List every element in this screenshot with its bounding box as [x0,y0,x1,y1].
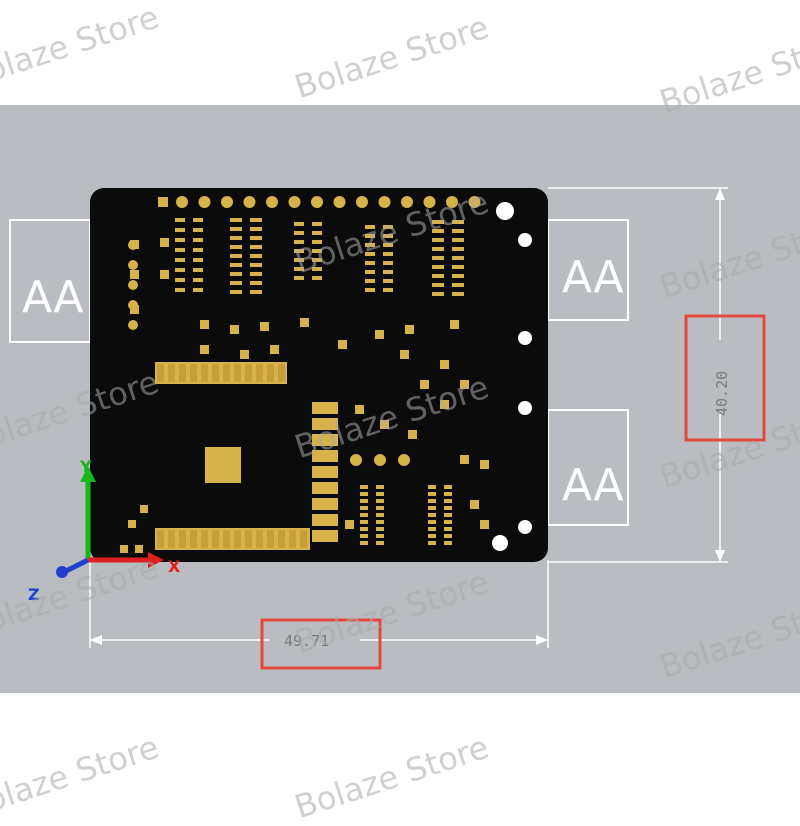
z-axis-origin [56,566,68,578]
usb-label-left: AA [22,272,83,323]
usb-label-right-top: AA [562,252,623,303]
watermark: Bolaze Store [0,727,164,826]
x-axis-arrow [148,552,164,568]
pcb-drawing: AA AA AA [0,105,800,693]
y-axis-label: Y [79,457,92,476]
usb-port-labels: AA AA AA [22,252,623,511]
dimension-arrowheads [90,188,725,645]
watermark: Bolaze Store [290,7,494,107]
pcb-pads [120,196,489,553]
width-dimension-highlight [260,618,382,670]
axis-triad: Y X Z [28,457,181,604]
watermark: Bolaze Store [290,727,494,826]
height-dimension-value: 40.20 [713,371,731,416]
height-label-backing [712,340,730,414]
pcb-3d-viewport[interactable]: AA AA AA [0,105,800,693]
usb-label-right-bottom: AA [562,460,623,511]
z-axis-label: Z [28,585,40,604]
mounting-holes [492,202,532,551]
x-axis-label: X [168,557,181,576]
y-axis-arrow [80,466,96,482]
pcb-board[interactable] [90,188,548,562]
width-label-backing [270,630,360,650]
watermark: Bolaze Store [0,0,164,97]
height-dimension-highlight [684,314,766,442]
width-dimension-value: 49.71 [284,632,329,650]
